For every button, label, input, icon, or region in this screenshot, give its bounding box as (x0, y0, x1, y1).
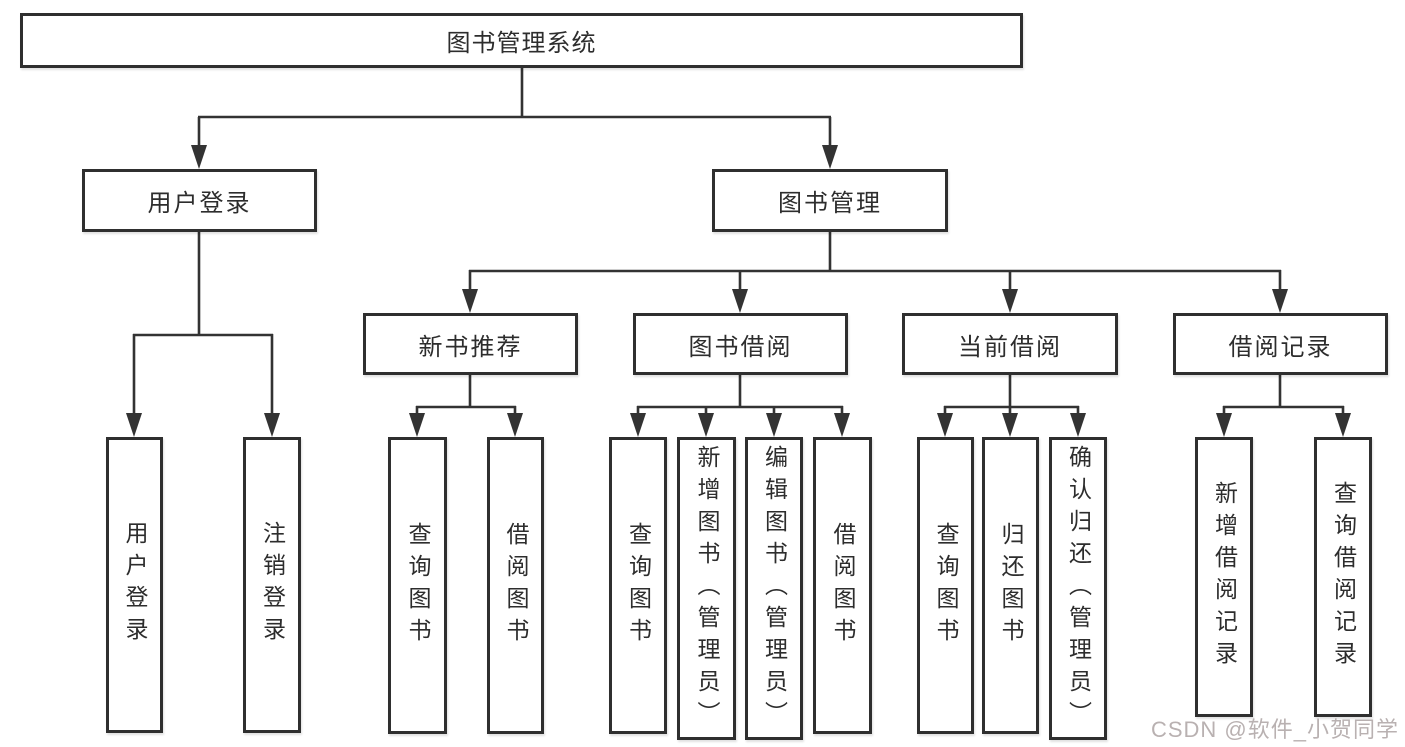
leaf-borrow-books-recommend: 借阅图书 (487, 437, 544, 734)
node-borrowing-records: 借阅记录 (1173, 313, 1388, 375)
node-current-borrowing: 当前借阅 (902, 313, 1118, 375)
leaf-query-books-recommend: 查询图书 (388, 437, 447, 734)
leaf-logout: 注销登录 (243, 437, 301, 733)
leaf-borrow-books-borrowing: 借阅图书 (813, 437, 872, 734)
leaf-add-book-admin: 新增图书（管理员） (677, 437, 736, 740)
leaf-query-books-borrowing: 查询图书 (609, 437, 667, 734)
leaf-query-books-current: 查询图书 (917, 437, 974, 734)
leaf-return-books: 归还图书 (982, 437, 1039, 734)
leaf-edit-book-admin: 编辑图书（管理员） (745, 437, 803, 740)
leaf-confirm-return-admin: 确认归还（管理员） (1049, 437, 1107, 740)
connector-lines (132, 66, 1345, 418)
node-user-login: 用户登录 (82, 169, 317, 232)
leaf-user-login: 用户登录 (106, 437, 163, 733)
connector-arrowheads (126, 145, 1351, 437)
leaf-query-borrow-record: 查询借阅记录 (1314, 437, 1372, 717)
watermark: CSDN @软件_小贺同学 (1150, 717, 1399, 742)
node-library-system: 图书管理系统 (20, 13, 1023, 68)
leaf-add-borrow-record: 新增借阅记录 (1195, 437, 1253, 717)
node-book-borrowing: 图书借阅 (633, 313, 848, 375)
node-new-book-recommend: 新书推荐 (363, 313, 578, 375)
node-book-management: 图书管理 (712, 169, 948, 232)
